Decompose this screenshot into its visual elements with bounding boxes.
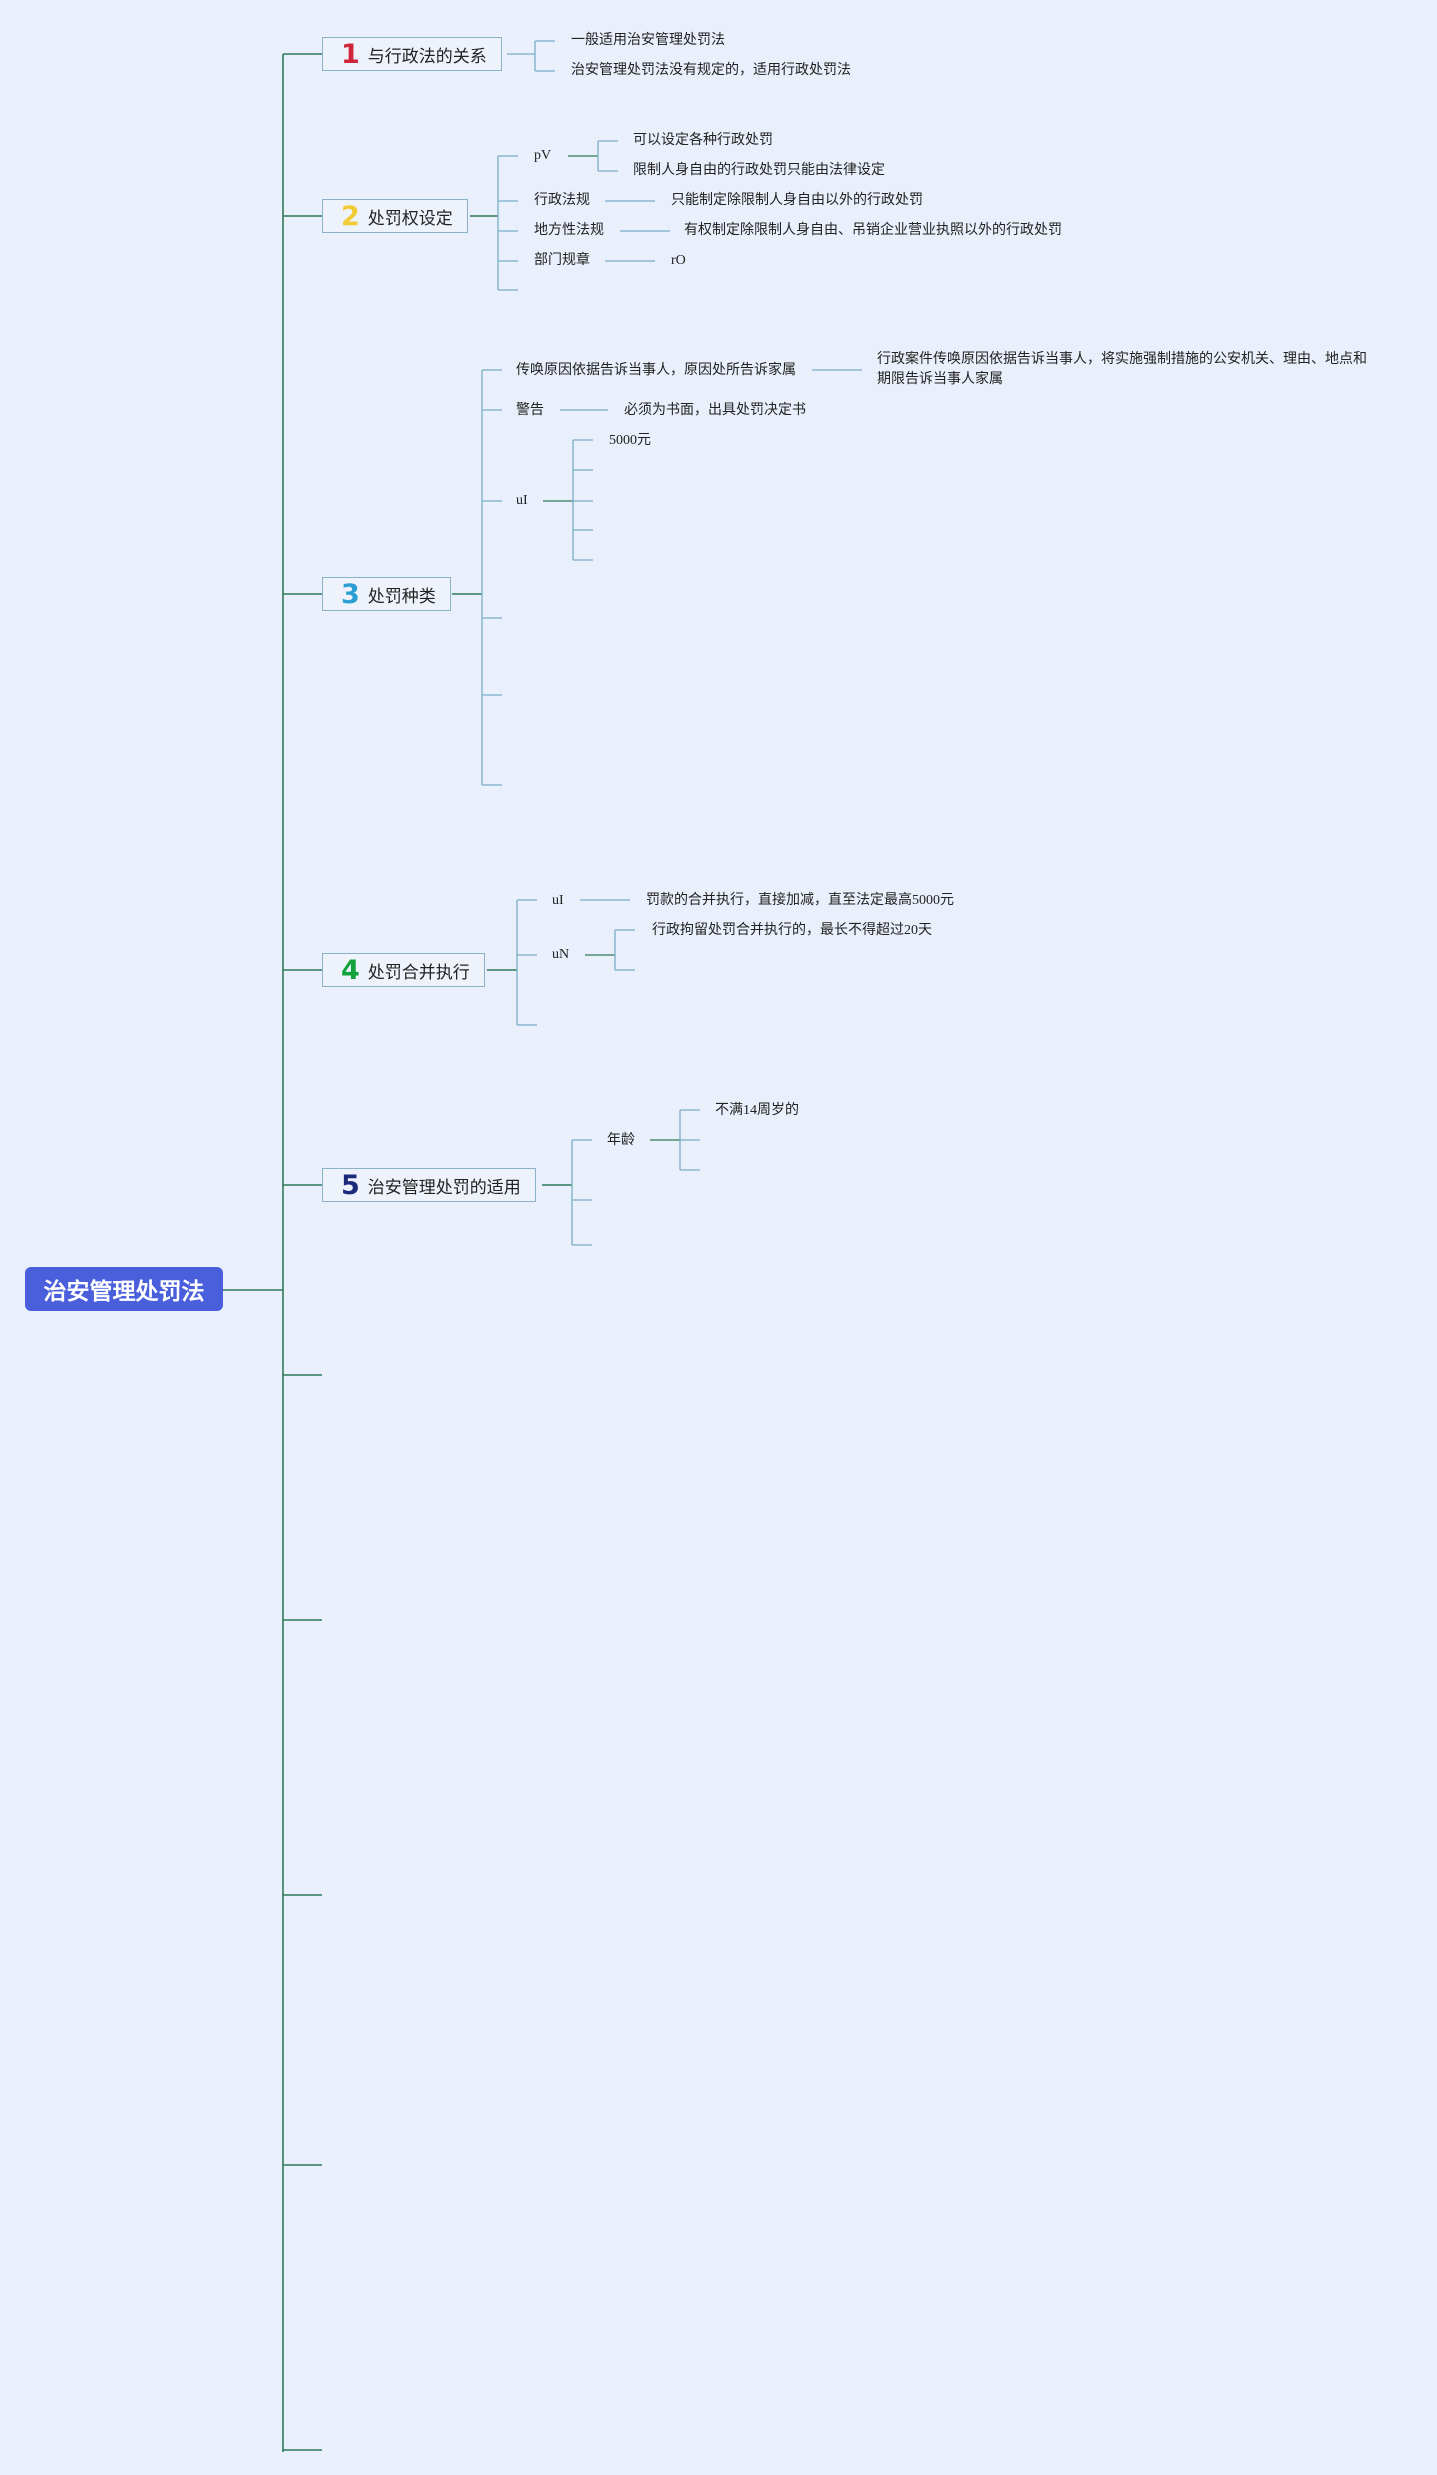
- leaf-node[interactable]: 限制人身自由的行政处罚只能由法律设定: [633, 163, 885, 178]
- number-marker: 4: [341, 954, 360, 986]
- subtopic-node[interactable]: uI: [552, 893, 564, 908]
- topic-penalty-types[interactable]: 3 处罚种类: [322, 577, 451, 611]
- topic-label: 处罚权设定: [367, 208, 453, 229]
- leaf-node[interactable]: 治安管理处罚法没有规定的，适用行政处罚法: [571, 63, 851, 78]
- leaf-node[interactable]: 行政案件传唤原因依据告诉当事人，将实施强制措施的公安机关、理由、地点和期限告诉当…: [877, 352, 1367, 387]
- leaf-node[interactable]: 可以设定各种行政处罚: [633, 133, 773, 148]
- leaf-node[interactable]: rO: [671, 253, 686, 268]
- number-marker: 5: [341, 1169, 360, 1201]
- subtopic-node[interactable]: 警告: [516, 403, 544, 418]
- leaf-node[interactable]: 只能制定除限制人身自由以外的行政处罚: [671, 193, 923, 208]
- topic-label: 与行政法的关系: [367, 46, 487, 67]
- leaf-node[interactable]: 有权制定除限制人身自由、吊销企业营业执照以外的行政处罚: [684, 223, 1062, 238]
- subtopic-node[interactable]: 传唤原因依据告诉当事人，原因处所告诉家属: [516, 363, 796, 378]
- subtopic-node[interactable]: uN: [552, 947, 570, 962]
- leaf-node[interactable]: 行政拘留处罚合并执行的，最长不得超过20天: [652, 923, 932, 938]
- leaf-node[interactable]: 罚款的合并执行，直接加减，直至法定最高5000元: [646, 893, 954, 908]
- subtopic-node[interactable]: 年龄: [607, 1133, 635, 1148]
- topic-label: 治安管理处罚的适用: [367, 1177, 521, 1198]
- topic-relation-admin-law[interactable]: 1 与行政法的关系: [322, 37, 502, 71]
- topic-penalty-setting[interactable]: 2 处罚权设定: [322, 199, 468, 233]
- subtopic-node[interactable]: 部门规章: [534, 253, 590, 268]
- root-topic[interactable]: 治安管理处罚法: [25, 1267, 223, 1311]
- number-marker: 1: [341, 38, 360, 70]
- leaf-node[interactable]: 5000元: [609, 433, 651, 448]
- leaf-node[interactable]: 必须为书面，出具处罚决定书: [624, 403, 806, 418]
- topic-label: 处罚合并执行: [367, 962, 470, 983]
- subtopic-node[interactable]: uI: [516, 493, 528, 508]
- number-marker: 2: [341, 200, 360, 232]
- topic-label: 处罚种类: [367, 586, 436, 607]
- leaf-node[interactable]: 一般适用治安管理处罚法: [571, 33, 725, 48]
- topic-combined-execution[interactable]: 4 处罚合并执行: [322, 953, 485, 987]
- subtopic-node[interactable]: pV: [534, 148, 552, 163]
- subtopic-node[interactable]: 行政法规: [534, 193, 590, 208]
- leaf-node[interactable]: 不满14周岁的: [715, 1103, 799, 1118]
- subtopic-node[interactable]: 地方性法规: [534, 223, 604, 238]
- topic-penalty-application[interactable]: 5 治安管理处罚的适用: [322, 1168, 536, 1202]
- number-marker: 3: [341, 578, 360, 610]
